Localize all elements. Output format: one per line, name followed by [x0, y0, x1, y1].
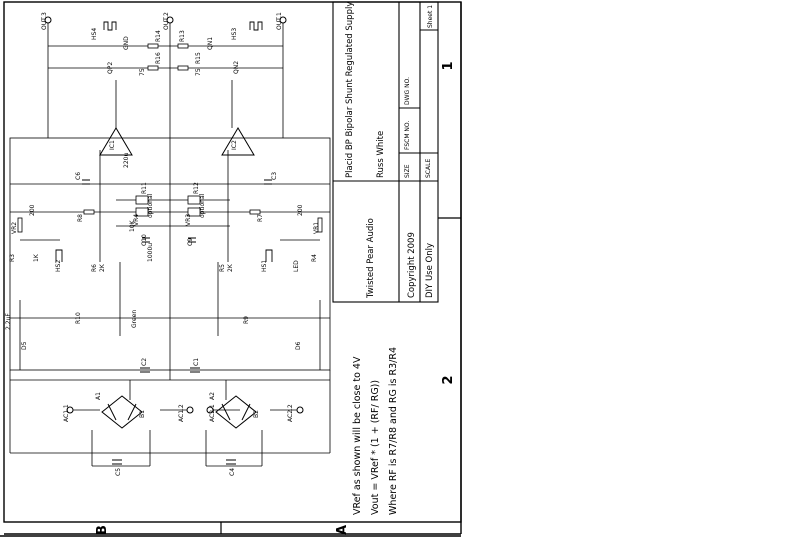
label-hs3: HS3 — [231, 28, 238, 40]
label-c6: C6 — [75, 172, 82, 180]
label-hs4: HS4 — [91, 28, 98, 40]
label-green: Green — [131, 310, 138, 328]
label-qn2: QN2 — [233, 61, 240, 74]
label-2k-b: 2K — [227, 263, 234, 272]
zone-ticks — [220, 217, 461, 534]
label-200b: 200 — [297, 204, 304, 216]
label-r12: R12 — [193, 182, 200, 194]
label-a2: A2 — [209, 392, 216, 400]
zone-label-2: 2 — [441, 375, 456, 384]
label-c2: C2 — [141, 358, 148, 366]
label-vr3: VR3 — [185, 214, 192, 226]
label-r10: R10 — [75, 312, 82, 324]
note-vref: VRef as shown will be close to 4V — [352, 356, 363, 515]
sheet-border — [0, 1, 462, 537]
label-vr1: VR1 — [313, 222, 320, 234]
label-r4: R4 — [311, 254, 318, 262]
size-label: SIZE — [404, 164, 411, 178]
title-text: Placid BP Bipolar Shunt Regulated Supply — [345, 2, 355, 178]
label-c220a: 220u — [123, 153, 130, 168]
label-ic2: IC2 — [231, 140, 238, 150]
label-c1000a: 1000u — [147, 243, 154, 262]
label-qp2: QP2 — [107, 62, 114, 74]
sheet-label: Sheet 1 — [427, 5, 434, 28]
label-2k-a: 2K — [99, 263, 106, 272]
label-hs2: HS2 — [55, 260, 62, 272]
net-ac21: AC2.1 — [209, 404, 216, 422]
bridge-a1 — [101, 395, 143, 429]
fscm-label: FSCM NO. — [404, 121, 411, 150]
net-ac12: AC1.2 — [178, 404, 185, 422]
label-optional-2: optional — [199, 193, 206, 218]
label-hs1: HS1 — [261, 260, 268, 272]
label-r15: R15 — [195, 52, 202, 64]
title-block — [332, 1, 439, 303]
label-d6: D6 — [295, 341, 302, 350]
label-r6: R6 — [91, 264, 98, 272]
resistors — [17, 43, 323, 233]
label-r7: R7 — [257, 214, 264, 222]
ic1-opamp — [99, 127, 133, 156]
label-b1: B1 — [139, 410, 146, 418]
label-c4: C4 — [229, 468, 236, 476]
ic2-opamp — [221, 127, 255, 156]
note-rf-rg: Where RF is R7/R8 and RG is R3/R4 — [388, 347, 399, 515]
label-c5: C5 — [115, 468, 122, 476]
net-out1: OUT.1 — [276, 12, 283, 30]
zone-label-1: 1 — [441, 61, 456, 70]
zone-label-a: A — [335, 525, 350, 535]
label-200a: 200 — [29, 204, 36, 216]
label-c3: C3 — [271, 172, 278, 180]
label-qn1: QN1 — [207, 37, 214, 50]
company-text: Twisted Pear Audio — [366, 218, 376, 299]
copyright-text: Copyright 2009 — [407, 232, 417, 298]
circuit-wires — [9, 22, 331, 467]
label-c9: C9 — [187, 238, 194, 246]
label-led: LED — [293, 260, 300, 272]
label-a1: A1 — [95, 392, 102, 400]
label-r14: R14 — [155, 30, 162, 42]
label-b2: B2 — [253, 410, 260, 418]
heatsinks — [55, 21, 273, 262]
capacitors — [82, 179, 272, 465]
note-vout: Vout = VRef * (1 + (RF/ RG)) — [370, 380, 381, 515]
net-out2: OUT.2 — [163, 12, 170, 30]
label-vr4: VR4 — [133, 214, 140, 226]
zone-label-b: B — [95, 525, 110, 535]
usage-text: DIY Use Only — [425, 243, 435, 298]
label-r2-value: 75 — [139, 68, 146, 76]
label-ic1: IC1 — [109, 140, 116, 150]
label-d5: D5 — [21, 341, 28, 350]
label-r3: R3 — [9, 254, 16, 262]
label-gnd: GND — [123, 36, 130, 50]
label-optional-1: optional — [147, 193, 154, 218]
terminals — [44, 16, 304, 414]
label-1k: 1K — [33, 253, 40, 262]
label-vr2: VR2 — [11, 222, 18, 234]
net-ac22: AC2.2 — [287, 404, 294, 422]
scale-label: SCALE — [425, 159, 432, 178]
label-r16: R16 — [155, 52, 162, 64]
net-out3: OUT.3 — [41, 12, 48, 30]
label-2-2uf: 2.2uF — [5, 313, 12, 330]
label-r9: R9 — [243, 316, 250, 324]
label-r5: R5 — [219, 264, 226, 272]
label-r1-value: 75 — [195, 68, 202, 76]
dwg-label: DWG NO. — [404, 77, 411, 105]
label-r8: R8 — [77, 214, 84, 222]
author-text: Russ White — [376, 131, 386, 178]
label-r11: R11 — [141, 182, 148, 194]
label-c10: C10 — [141, 234, 148, 246]
net-ac11: AC1.1 — [63, 404, 70, 422]
label-r13: R13 — [179, 30, 186, 42]
label-c1: C1 — [193, 358, 200, 366]
bridge-a2 — [215, 395, 257, 429]
label-10k: 10K — [129, 219, 136, 232]
